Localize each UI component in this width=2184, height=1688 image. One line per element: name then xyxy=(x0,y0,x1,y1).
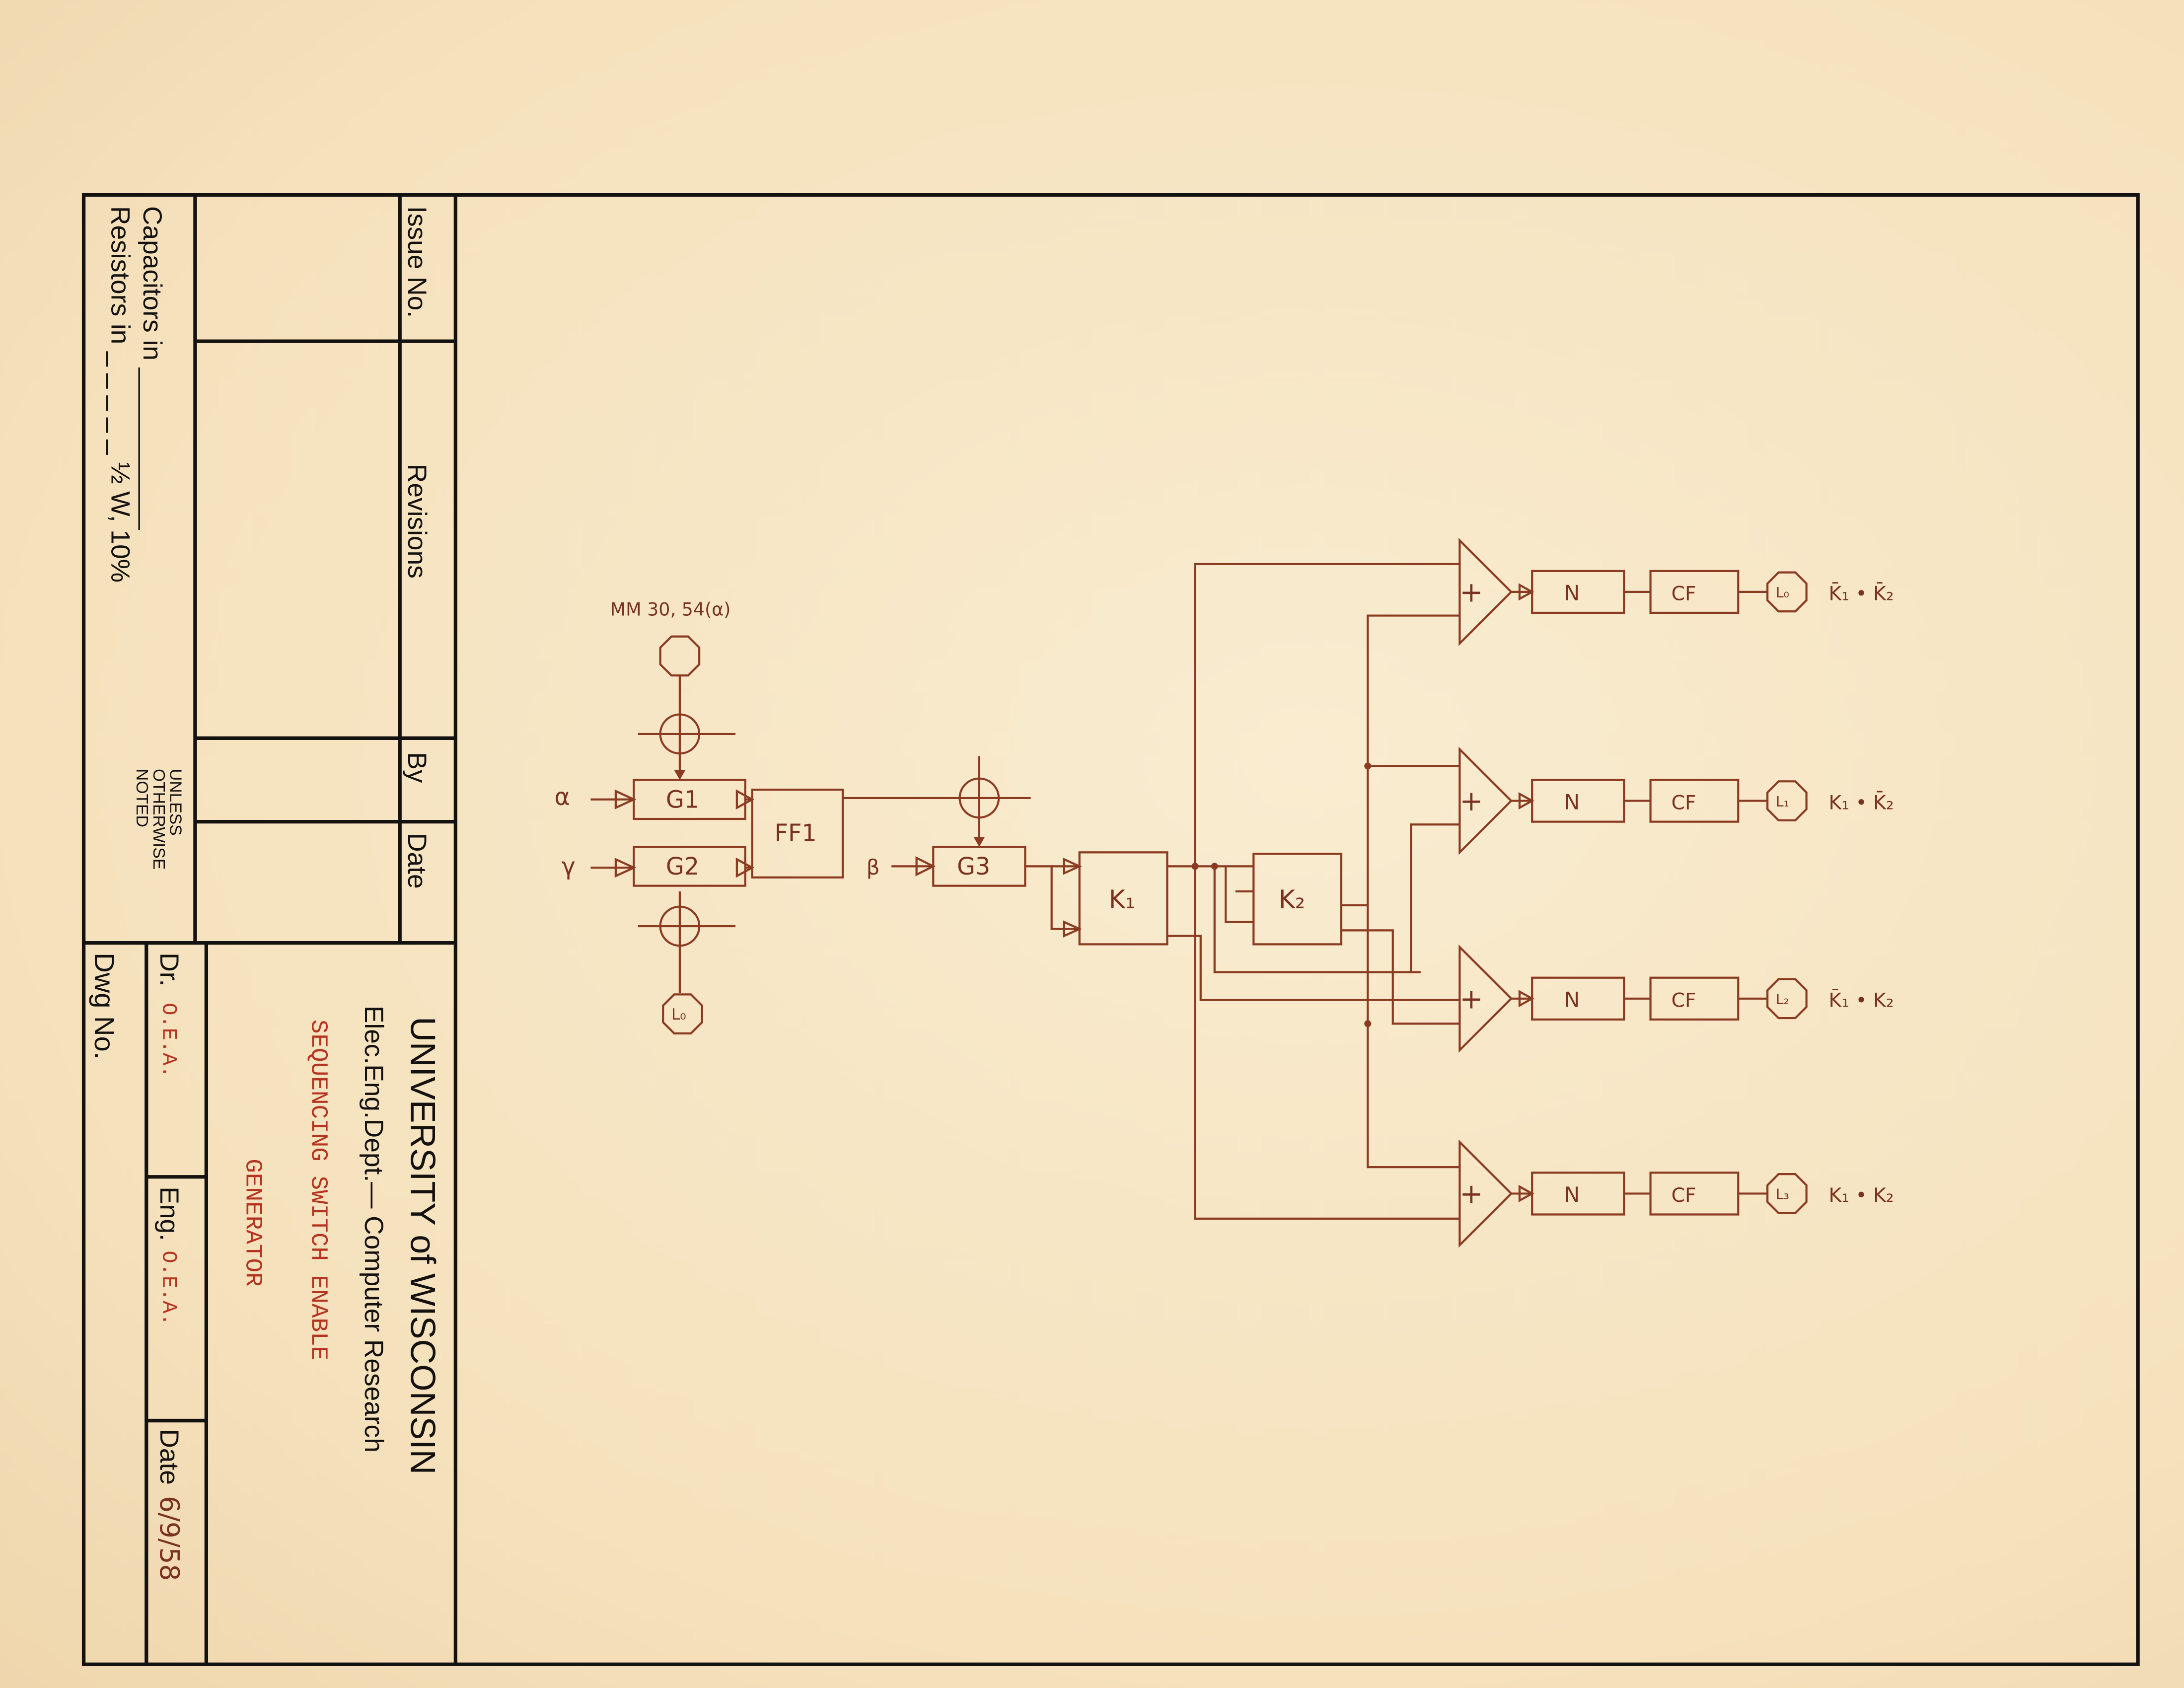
issue-no-header: Issue No. xyxy=(402,206,432,318)
adder-symbol: + xyxy=(1459,785,1483,817)
noted-note: NOTED xyxy=(133,769,151,827)
cathode-follower-label: CF xyxy=(1672,990,1696,1012)
unless-note: UNLESS xyxy=(166,769,184,836)
date-value: 6/9/58 xyxy=(154,1496,185,1581)
flip-flop-ff1 xyxy=(751,789,844,879)
drawing-border xyxy=(81,193,2140,1666)
flip-flop-ff1-label: FF1 xyxy=(775,820,817,847)
inverter-n-label: N xyxy=(1564,988,1580,1012)
arrow-icon xyxy=(973,837,985,847)
inverter-n-label: N xyxy=(1564,1182,1580,1207)
relay-k1-label: K₁ xyxy=(1109,885,1135,914)
engineer-label: Eng. xyxy=(154,1186,184,1241)
logic-label: K̄₁ • K₂ xyxy=(1829,989,1894,1012)
inverter-n-label: N xyxy=(1564,581,1580,605)
drawing-title-line-2: GENERATOR xyxy=(239,1159,266,1286)
adder-symbol: + xyxy=(1459,1178,1483,1210)
lamp-octagon xyxy=(1766,571,1808,613)
drawing-title-line-1: SEQUENCING SWITCH ENABLE xyxy=(305,1020,332,1360)
l0-input-octagon xyxy=(662,993,703,1035)
output-row-3: + N CF L₃ K₁ • K₂ xyxy=(1458,1139,1894,1248)
lamp-label: L₂ xyxy=(1776,991,1789,1008)
relay-k1 xyxy=(1078,851,1168,946)
cathode-follower-label: CF xyxy=(1672,1184,1696,1207)
lamp-label: L₁ xyxy=(1776,794,1789,810)
drawing-number-label: Dwg No. xyxy=(89,953,120,1059)
output-row-2: + N CF L₂ K̄₁ • K₂ xyxy=(1458,944,1894,1053)
adder-symbol: + xyxy=(1459,577,1483,609)
adder-amplifier xyxy=(1458,1139,1513,1248)
lamp-label: L₃ xyxy=(1776,1186,1789,1203)
adder-symbol: + xyxy=(1459,983,1483,1015)
department-name: Elec.Eng.Dept.— Computer Research xyxy=(359,1006,388,1453)
gate-g3-label: G3 xyxy=(957,853,990,881)
otherwise-note: OTHERWISE xyxy=(149,769,168,870)
input-connector-octagon xyxy=(659,635,701,677)
resistors-note: Resistors in _ _ _ _ _ ½ W, 10% xyxy=(106,206,135,583)
input-alpha: α xyxy=(554,784,570,811)
drawn-by-value: O.E.A. xyxy=(156,1003,180,1078)
gate-g2-label: G2 xyxy=(666,853,699,881)
output-row-1: + N CF L₁ K₁ • K̄₂ xyxy=(1458,746,1894,855)
gate-g2 xyxy=(633,846,746,887)
university-name: UNIVERSITY of WISCONSIN xyxy=(404,1017,442,1474)
date-label: Date xyxy=(154,1429,184,1485)
adder-amplifier xyxy=(1458,538,1513,646)
title-block: Issue No. Revisions By Date Capacitors i… xyxy=(81,193,2140,1666)
cathode-follower-label: CF xyxy=(1672,583,1696,605)
input-beta: β xyxy=(867,855,880,880)
gate-g1-label: G1 xyxy=(666,787,699,814)
relay-k2 xyxy=(1252,853,1343,946)
reference-note: MM 30, 54(α) xyxy=(610,599,731,620)
block-diagram: MM 30, 54(α) α G1 γ G2 L₀ FF1 β G3 xyxy=(554,538,1894,1248)
lamp-label: L₀ xyxy=(1776,585,1789,601)
input-gamma: γ xyxy=(562,853,576,881)
adder-amplifier xyxy=(1458,746,1513,855)
lamp-octagon xyxy=(1766,1173,1808,1214)
revisions-header: Revisions xyxy=(402,464,432,579)
adder-amplifier xyxy=(1458,944,1513,1053)
engineer-value: O.E.A. xyxy=(156,1250,180,1325)
relay-k2-label: K₂ xyxy=(1279,885,1305,914)
logic-label: K̄₁ • K̄₂ xyxy=(1829,583,1894,605)
inverter-n-label: N xyxy=(1564,790,1580,814)
arrow-icon xyxy=(674,770,686,780)
by-header: By xyxy=(402,752,432,783)
date-header: Date xyxy=(402,833,432,889)
logic-label: K₁ • K₂ xyxy=(1829,1184,1894,1207)
lamp-octagon xyxy=(1766,780,1808,821)
drawn-by-label: Dr. xyxy=(154,953,184,986)
lamp-octagon xyxy=(1766,978,1808,1020)
logic-label: K₁ • K̄₂ xyxy=(1829,791,1894,814)
capacitors-note: Capacitors in ___________ xyxy=(138,206,167,530)
l0-input-label: L₀ xyxy=(671,1006,686,1024)
cathode-follower-label: CF xyxy=(1672,792,1696,814)
output-row-0: + N CF L₀ K̄₁ • K̄₂ xyxy=(1458,538,1894,646)
